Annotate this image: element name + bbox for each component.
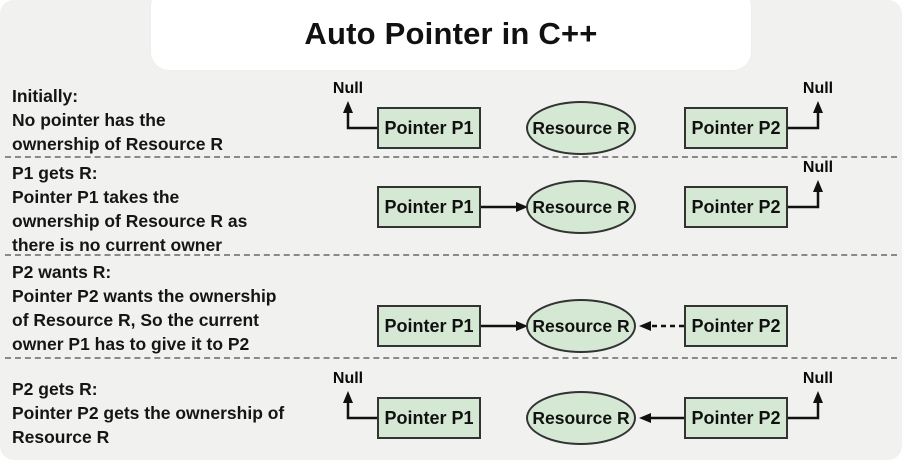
row3-pointer-p1-node: Pointer P1 [377,305,481,347]
row4-pointer-p1-node: Pointer P1 [377,397,481,439]
row4-resource-node: Resource R [526,391,636,445]
row4-p1-to-null-arrow [343,391,377,420]
title-box: Auto Pointer in C++ [151,0,751,70]
row3-line2: Pointer P2 wants the ownership [12,286,277,306]
row3-line3: of Resource R, So the current [12,310,259,330]
row2-resource-node: Resource R [526,180,636,234]
row1-null-label-left: Null [332,80,364,97]
row4-pointer-p2-node: Pointer P2 [684,397,788,439]
row2-pointer-p1-node: Pointer P1 [377,186,481,228]
row4-line2: Pointer P2 gets the ownership of [12,403,285,423]
row4-null-label-left: Null [332,370,364,387]
row3-line4: owner P1 has to give it to P2 [12,334,250,354]
row1-line2: No pointer has the [12,110,166,130]
row3-pointer-p2-node: Pointer P2 [684,305,788,347]
row3-line1: P2 wants R: [12,262,112,282]
row1-p2-to-null-arrow [788,101,823,130]
row2-p2-to-null-arrow [788,180,823,209]
separator-1 [5,156,897,158]
separator-2 [5,254,897,256]
row2-pointer-p2-node: Pointer P2 [684,186,788,228]
page-title: Auto Pointer in C++ [304,16,598,51]
row1-line3: ownership of Resource R [12,134,224,154]
row3-resource-node: Resource R [526,299,636,353]
row4-description: P2 gets R: Pointer P2 gets the ownership… [12,377,284,449]
row1-description: Initially: No pointer has the ownership … [12,84,223,156]
row2-line2: Pointer P1 takes the [12,187,180,207]
separator-3 [5,357,897,359]
row4-line3: Resource R [12,427,110,447]
row1-line1: Initially: [12,86,79,106]
row1-resource-node: Resource R [526,101,636,155]
row4-p2-to-null-arrow [788,391,823,420]
row1-pointer-p2-node: Pointer P2 [684,107,788,149]
row2-description: P1 gets R: Pointer P1 takes the ownershi… [12,161,247,257]
row4-null-label-right: Null [802,370,834,387]
row2-line3: ownership of Resource R as [12,211,248,231]
row2-null-label-right: Null [802,159,834,176]
row2-line4: there is no current owner [12,235,223,255]
row1-pointer-p1-node: Pointer P1 [377,107,481,149]
row2-line1: P1 gets R: [12,163,98,183]
row3-description: P2 wants R: Pointer P2 wants the ownersh… [12,260,277,356]
row1-p1-to-null-arrow [343,101,377,130]
row4-line1: P2 gets R: [12,379,98,399]
row1-null-label-right: Null [802,80,834,97]
